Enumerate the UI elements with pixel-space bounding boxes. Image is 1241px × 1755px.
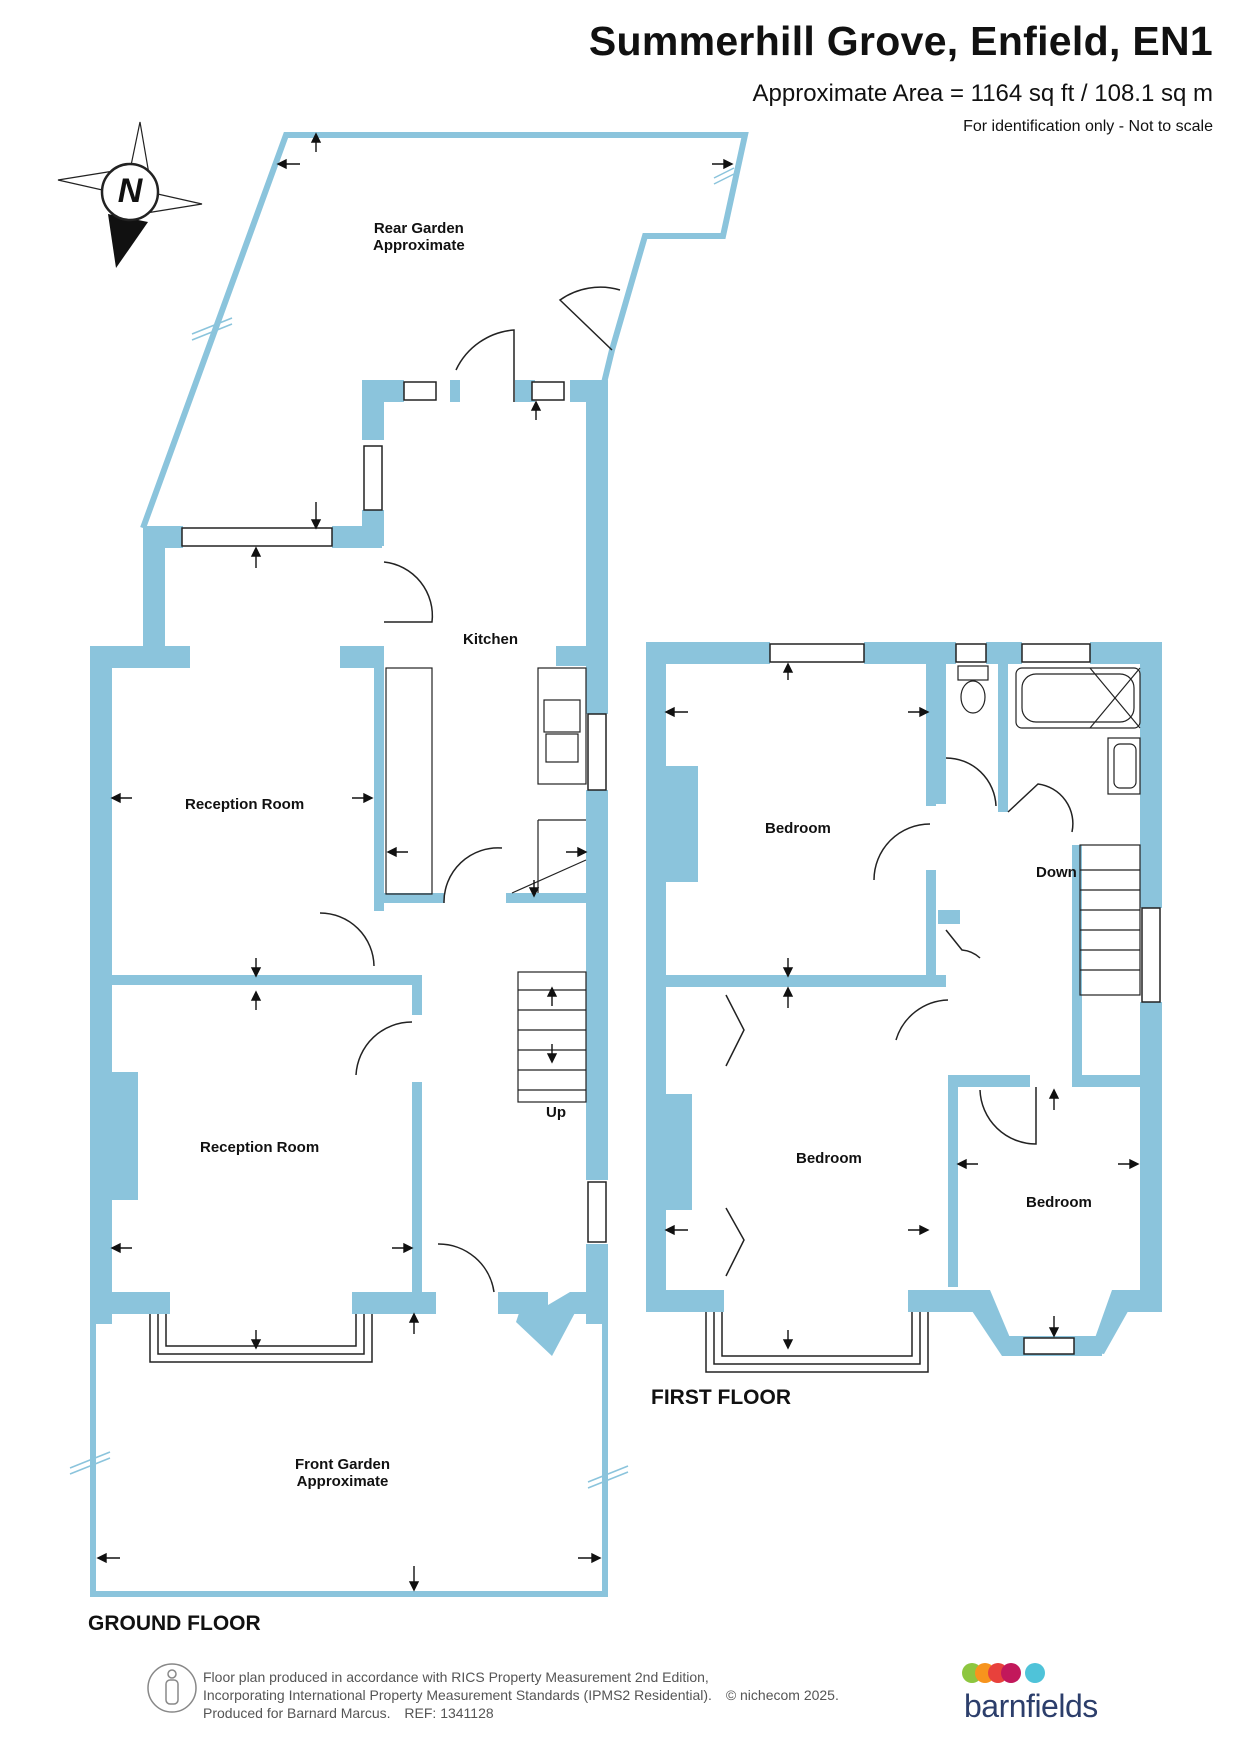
footer-line-2: Incorporating International Property Mea…	[203, 1687, 839, 1703]
brand-dot	[1025, 1663, 1045, 1683]
footer-copyright: © nichecom 2025.	[725, 1687, 839, 1703]
room-label-bedroom-2: Bedroom	[796, 1150, 862, 1167]
room-label-reception-room-2: Reception Room	[200, 1139, 320, 1156]
footer-line-1: Floor plan produced in accordance with R…	[203, 1669, 709, 1685]
compass-rose	[57, 121, 203, 268]
compass-north-label: N	[117, 172, 143, 210]
footer-notes: Floor plan produced in accordance with R…	[203, 1668, 839, 1722]
rear-garden-outline	[140, 132, 749, 530]
room-label-kitchen: Kitchen	[463, 631, 519, 648]
bay-windows	[149, 1312, 929, 1373]
room-label-reception-room-1: Reception Room	[185, 796, 305, 813]
room-label-bedroom-1: Bedroom	[765, 820, 831, 837]
ground-floor-label: GROUND FLOOR	[88, 1612, 261, 1635]
page-title: Summerhill Grove, Enfield, EN1	[588, 18, 1213, 64]
room-label-bedroom-3: Bedroom	[1026, 1194, 1092, 1211]
windows	[181, 381, 1161, 1355]
approximate-area: Approximate Area = 1164 sq ft / 108.1 sq…	[752, 80, 1214, 107]
person-icon	[147, 1663, 197, 1713]
front-garden-outline	[90, 1314, 608, 1597]
room-label-stairs-down: Down	[1036, 864, 1077, 881]
brand-dot	[1001, 1663, 1021, 1683]
room-label-stairs-up: Up	[546, 1104, 566, 1121]
room-label-front-garden: Front Garden Approximate	[295, 1456, 391, 1490]
footer-line-3: Produced for Barnard Marcus. REF: 134112…	[203, 1705, 494, 1721]
first-floor-label: FIRST FLOOR	[651, 1386, 791, 1409]
room-label-rear-garden: Rear Garden Approximate	[373, 220, 465, 254]
dimension-arrows	[96, 132, 1140, 1592]
brand-logo-text: barnfields	[964, 1688, 1098, 1724]
first-floor-walls	[646, 642, 1162, 1356]
door-swings	[319, 286, 1074, 1293]
brand-dots	[962, 1663, 1045, 1683]
fixtures	[385, 665, 1141, 1103]
scale-note: For identification only - Not to scale	[963, 118, 1213, 135]
ground-floor-walls	[90, 380, 608, 1356]
break-marks	[69, 167, 735, 1489]
